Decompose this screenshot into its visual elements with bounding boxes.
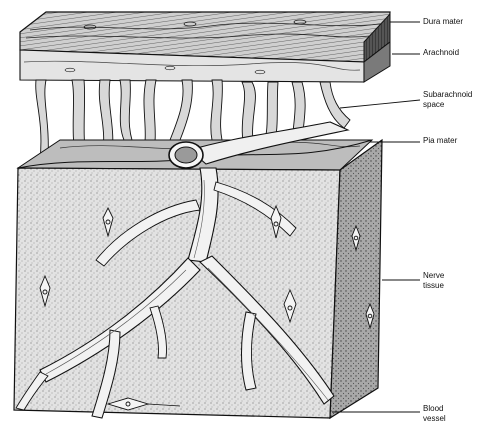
label-dura-mater: Dura mater [423,17,463,27]
label-nerve-tissue: Nerve tissue [423,271,444,291]
nerve-tissue-block [14,140,382,418]
label-subarachnoid-space: Subarachnoid space [423,90,472,110]
label-arachnoid: Arachnoid [423,48,459,58]
label-pia-mater: Pia mater [423,136,457,146]
label-blood-vessel: Blood vessel [423,404,446,424]
